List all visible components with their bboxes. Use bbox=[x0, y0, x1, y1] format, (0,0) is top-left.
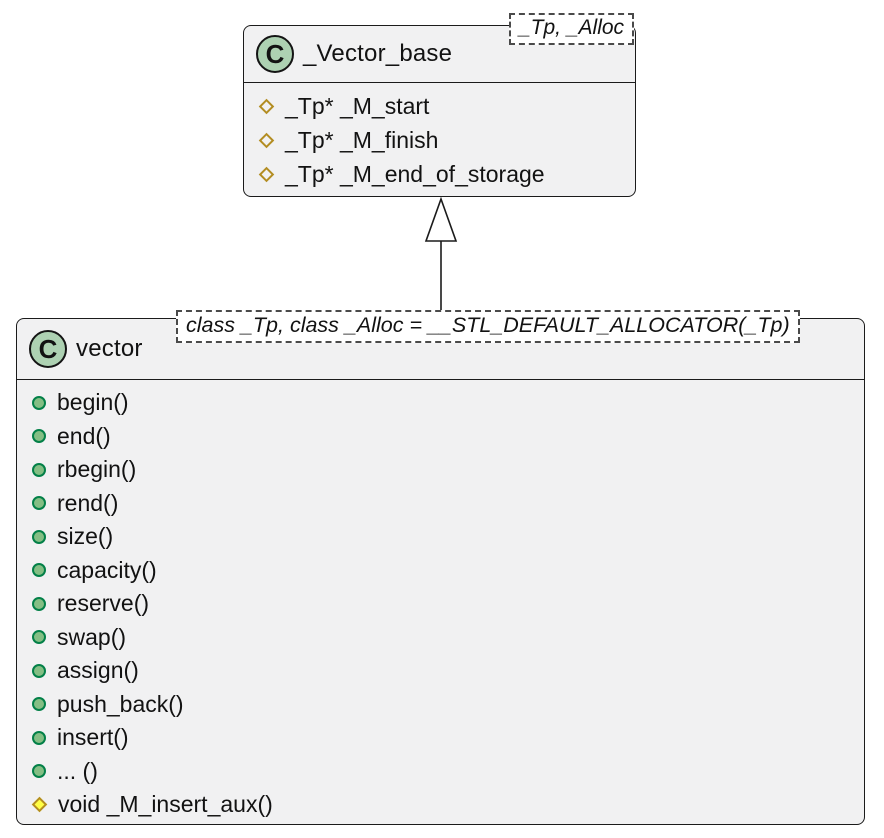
class-header-vector: C vector bbox=[17, 319, 864, 380]
member-label: push_back() bbox=[57, 690, 184, 717]
protected-field-diamond-icon bbox=[258, 132, 275, 148]
public-method-circle-icon bbox=[32, 697, 46, 712]
public-method-circle-icon bbox=[32, 462, 46, 477]
public-method-circle-icon bbox=[32, 730, 46, 745]
public-method-circle-icon bbox=[32, 630, 46, 645]
class-member-row: size() bbox=[17, 520, 864, 554]
class-member-row: _Tp* _M_end_of_storage bbox=[244, 157, 635, 191]
member-label: ... () bbox=[57, 757, 98, 784]
member-label: capacity() bbox=[57, 556, 157, 583]
public-method-circle-icon bbox=[32, 529, 46, 544]
public-method-circle-icon bbox=[32, 395, 46, 410]
template-parameters-tag: _Tp, _Alloc bbox=[509, 13, 635, 45]
public-method-circle-icon bbox=[32, 563, 46, 578]
member-label: insert() bbox=[57, 724, 129, 751]
protected-method-diamond-icon bbox=[31, 796, 48, 813]
method-list-vector: begin() end() rbegin() rend() bbox=[17, 380, 864, 826]
class-member-row: rbegin() bbox=[17, 453, 864, 487]
public-method-circle-icon bbox=[32, 496, 46, 511]
member-label: _Tp* _M_start bbox=[285, 92, 430, 119]
class-member-row: ... () bbox=[17, 755, 864, 789]
class-member-row: _Tp* _M_start bbox=[244, 89, 635, 123]
member-label: reserve() bbox=[57, 590, 150, 617]
member-label: _Tp* _M_finish bbox=[285, 126, 439, 153]
class-member-row: swap() bbox=[17, 621, 864, 655]
member-label: assign() bbox=[57, 657, 139, 684]
class-member-row: reserve() bbox=[17, 587, 864, 621]
member-label: rend() bbox=[57, 489, 119, 516]
class-header-vector-base: C _Vector_base bbox=[244, 26, 635, 83]
member-label: swap() bbox=[57, 623, 127, 650]
class-icon: C bbox=[256, 35, 294, 73]
class-member-row: rend() bbox=[17, 487, 864, 521]
template-parameters-tag: class _Tp, class _Alloc = __STL_DEFAULT_… bbox=[176, 310, 800, 343]
protected-field-diamond-icon bbox=[258, 98, 275, 114]
inheritance-arrow bbox=[424, 197, 458, 321]
member-label: size() bbox=[57, 523, 114, 550]
field-list-vector-base: _Tp* _M_start _Tp* _M_finish _Tp* _M_end… bbox=[244, 83, 635, 195]
protected-field-diamond-icon bbox=[258, 166, 275, 182]
class-box-vector-base: C _Vector_base _Tp* _M_start _Tp* _M_fin… bbox=[243, 25, 636, 197]
member-label: end() bbox=[57, 422, 111, 449]
member-label: rbegin() bbox=[57, 456, 137, 483]
class-member-row: begin() bbox=[17, 386, 864, 420]
class-member-row: push_back() bbox=[17, 688, 864, 722]
member-label: void _M_insert_aux() bbox=[58, 791, 273, 818]
class-member-row: assign() bbox=[17, 654, 864, 688]
public-method-circle-icon bbox=[32, 663, 46, 678]
public-method-circle-icon bbox=[32, 596, 46, 611]
class-box-vector: C vector begin() end() rbegin() bbox=[16, 318, 865, 825]
member-label: _Tp* _M_end_of_storage bbox=[285, 160, 545, 187]
class-name-vector-base: _Vector_base bbox=[303, 40, 453, 67]
inheritance-triangle-icon bbox=[424, 197, 458, 242]
class-member-row: void _M_insert_aux() bbox=[17, 788, 864, 822]
class-member-row: capacity() bbox=[17, 554, 864, 588]
class-member-row: end() bbox=[17, 420, 864, 454]
class-member-row: _Tp* _M_finish bbox=[244, 123, 635, 157]
class-member-row: insert() bbox=[17, 721, 864, 755]
member-label: begin() bbox=[57, 389, 129, 416]
class-icon: C bbox=[29, 330, 67, 368]
public-method-circle-icon bbox=[32, 764, 46, 779]
class-name-vector: vector bbox=[76, 335, 143, 362]
public-method-circle-icon bbox=[32, 429, 46, 444]
